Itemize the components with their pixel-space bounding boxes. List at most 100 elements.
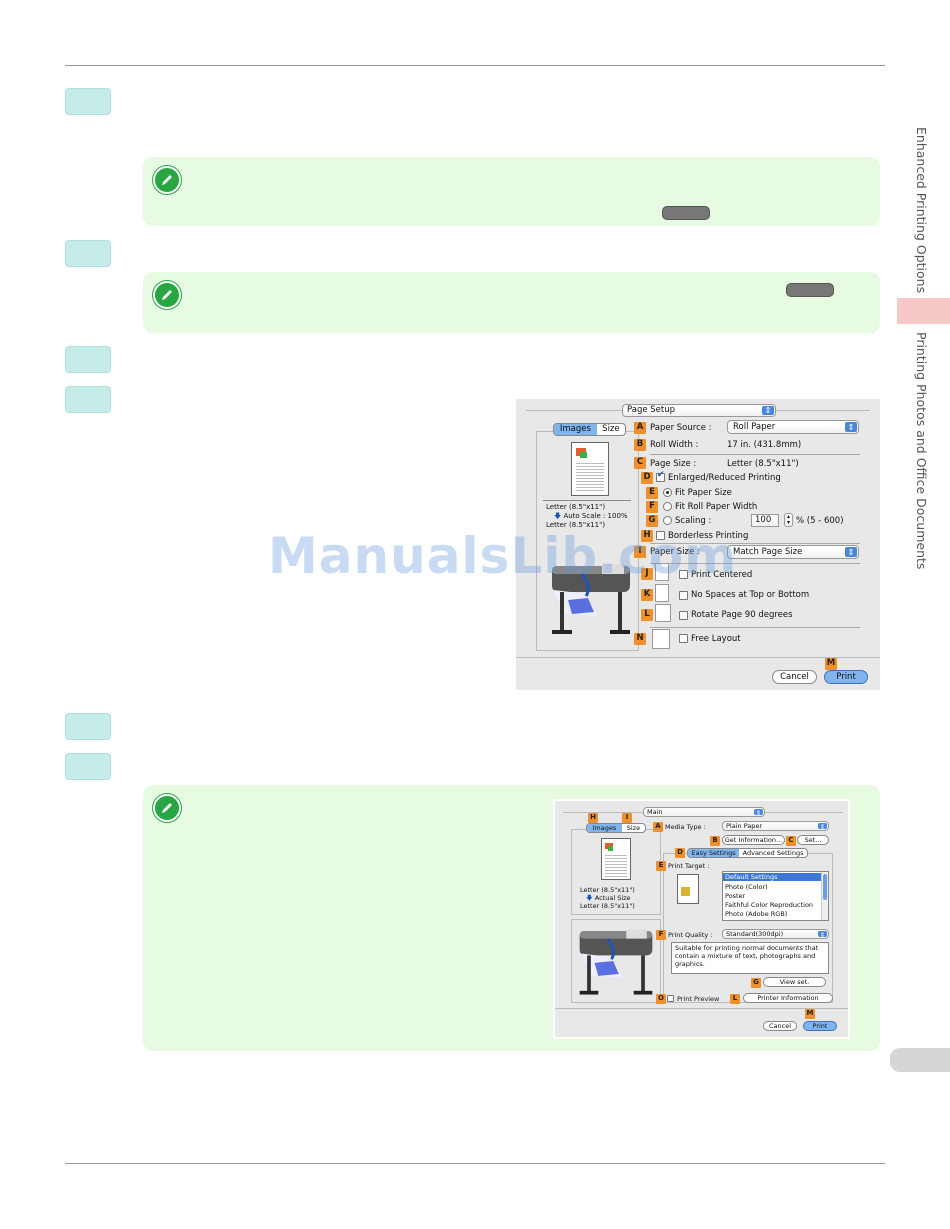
settings-tabs[interactable]: Easy Settings Advanced Settings <box>687 848 808 858</box>
label-marker-a: A <box>653 822 663 832</box>
step-marker-1 <box>65 88 111 115</box>
label-marker-g: G <box>646 515 658 527</box>
step-marker-5 <box>65 713 111 740</box>
page-preview <box>571 442 609 496</box>
page-setup-dialog: Page Setup⇕ Images Size Letter (8.5"x11"… <box>516 399 880 690</box>
free-layout-checkbox[interactable] <box>679 634 688 643</box>
label-marker-k: K <box>641 589 653 601</box>
print-quality-label: Print Quality : <box>668 931 713 939</box>
fit-paper-size-radio[interactable] <box>663 488 672 497</box>
cancel-button[interactable]: Cancel <box>772 670 817 684</box>
select-arrow-icon: ⇕ <box>818 823 827 831</box>
scaling-radio[interactable] <box>663 516 672 525</box>
free-layout-icon <box>652 629 670 649</box>
roll-width-value: 17 in. (431.8mm) <box>727 440 802 450</box>
label-marker-c: C <box>786 836 796 846</box>
list-scrollbar[interactable] <box>821 872 828 920</box>
print-button[interactable]: Print <box>824 670 868 684</box>
no-spaces-label: No Spaces at Top or Bottom <box>691 590 810 600</box>
list-item[interactable]: Photo (Adobe RGB) <box>725 910 788 918</box>
step-marker-6 <box>65 753 111 780</box>
cancel-button[interactable]: Cancel <box>763 1021 797 1031</box>
label-marker-f: F <box>656 930 666 940</box>
label-marker-b: B <box>710 836 720 846</box>
view-settings-button[interactable]: View set. <box>763 977 826 987</box>
label-marker-i: I <box>634 546 646 558</box>
label-marker-b: B <box>634 439 646 451</box>
tab-images[interactable]: Images <box>587 824 622 832</box>
print-preview-checkbox[interactable] <box>667 995 674 1002</box>
enlarged-reduced-checkbox[interactable]: ✔ <box>656 470 665 482</box>
preview-tabs[interactable]: Images Size <box>586 823 646 833</box>
sidebar-section-enhanced[interactable]: Enhanced Printing Options <box>914 127 929 294</box>
print-quality-select[interactable]: Standard(300dpi)⇕ <box>722 929 829 939</box>
arrow-down-icon: 🡇 <box>554 512 562 520</box>
label-marker-i: I <box>622 813 632 823</box>
sidebar-section-photos[interactable]: Printing Photos and Office Documents <box>914 332 929 570</box>
print-button[interactable]: Print <box>803 1021 837 1031</box>
main-popup[interactable]: Main⇕ <box>643 807 765 817</box>
tab-advanced-settings[interactable]: Advanced Settings <box>742 849 804 857</box>
borderless-checkbox[interactable] <box>656 531 665 540</box>
fit-roll-width-radio[interactable] <box>663 502 672 511</box>
label-marker-m: M <box>825 658 837 670</box>
preview-size-text: Letter (8.5"x11") <box>546 503 606 511</box>
label-marker-g: G <box>751 978 761 988</box>
list-item[interactable]: Faithful Color Reproduction <box>725 901 814 909</box>
set-button[interactable]: Set... <box>797 835 829 845</box>
print-target-list[interactable]: Default Settings Photo (Color) Poster Fa… <box>722 871 829 921</box>
printer-information-button[interactable]: Printer Information <box>743 993 833 1003</box>
list-item[interactable]: Photo (Color) <box>725 883 768 891</box>
label-marker-c: C <box>634 457 646 469</box>
scaling-stepper[interactable]: ▴▾ <box>784 513 793 527</box>
label-marker-a: A <box>634 422 646 434</box>
main-dialog: Main⇕ H I Images Size Letter (8.5"x11") … <box>553 799 850 1039</box>
printer-illustration-panel <box>571 919 661 1003</box>
print-centered-icon <box>655 563 669 581</box>
fit-paper-size-label: Fit Paper Size <box>675 488 732 498</box>
step-marker-2 <box>65 240 111 267</box>
preview-output-text: Letter (8.5"x11") <box>580 902 635 910</box>
paper-source-label: Paper Source : <box>650 423 712 433</box>
tab-easy-settings[interactable]: Easy Settings <box>688 849 740 857</box>
enlarged-reduced-label: Enlarged/Reduced Printing <box>668 473 781 483</box>
select-arrow-icon: ⇕ <box>845 422 857 433</box>
print-centered-checkbox[interactable] <box>679 570 688 579</box>
label-marker-j: J <box>641 568 653 580</box>
sidebar-highlight <box>897 298 950 324</box>
list-item-selected[interactable]: Default Settings <box>723 873 821 881</box>
tab-size[interactable]: Size <box>626 824 641 832</box>
description-box: Suitable for printing normal documents t… <box>671 942 829 974</box>
label-marker-m: M <box>805 1009 815 1019</box>
scaling-range: % (5 - 600) <box>796 516 844 526</box>
tab-size[interactable]: Size <box>602 424 620 434</box>
label-marker-l: L <box>730 994 740 1004</box>
preview-tabs[interactable]: Images Size <box>553 423 626 436</box>
label-marker-h: H <box>588 813 598 823</box>
label-marker-o: O <box>656 994 666 1004</box>
scaling-input[interactable]: 100 <box>751 514 779 527</box>
preview-scale-text: 🡇 Auto Scale : 100% <box>554 512 628 520</box>
paper-size-select[interactable]: Match Page Size⇕ <box>727 545 859 559</box>
page-setup-popup[interactable]: Page Setup⇕ <box>622 404 776 417</box>
target-preview <box>677 874 699 904</box>
sidebar-page-tab[interactable] <box>890 1048 950 1072</box>
reference-link-button[interactable] <box>662 206 710 220</box>
step-marker-3 <box>65 346 111 373</box>
rotate-page-checkbox[interactable] <box>679 611 688 620</box>
tab-images[interactable]: Images <box>554 424 597 435</box>
page-size-value: Letter (8.5"x11") <box>727 459 799 469</box>
select-arrow-icon: ⇕ <box>845 547 857 558</box>
list-item[interactable]: Poster <box>725 892 746 900</box>
no-spaces-checkbox[interactable] <box>679 591 688 600</box>
note-box-2 <box>143 272 880 333</box>
preview-size-text: Letter (8.5"x11") <box>580 886 635 894</box>
reference-link-button[interactable] <box>786 283 834 297</box>
page-preview <box>601 838 631 880</box>
label-marker-e: E <box>656 861 666 871</box>
note-pencil-icon <box>153 166 181 194</box>
label-marker-d: D <box>641 472 653 484</box>
get-information-button[interactable]: Get Information... <box>722 835 785 845</box>
paper-source-select[interactable]: Roll Paper⇕ <box>727 420 859 434</box>
media-type-select[interactable]: Plain Paper⇕ <box>722 821 829 831</box>
